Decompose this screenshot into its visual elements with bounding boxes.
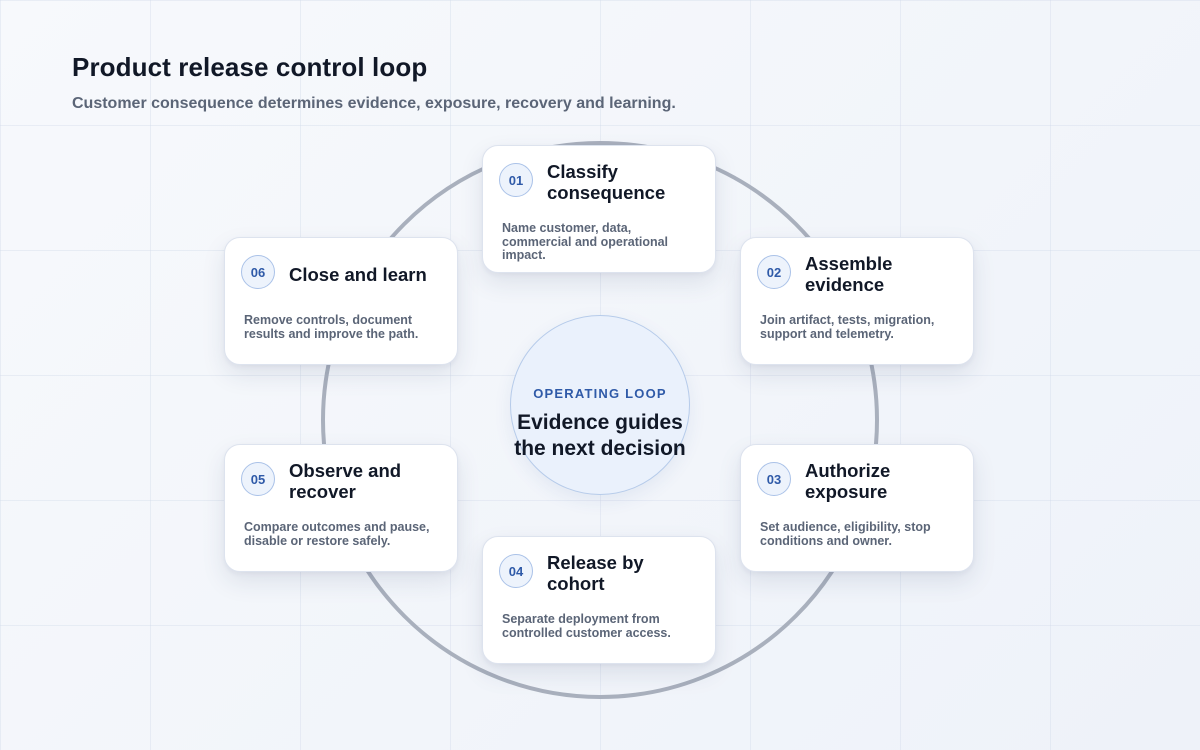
step-description: Name customer, data, commercial and oper…	[502, 221, 669, 262]
loop-ring	[321, 141, 879, 699]
step-card-release-by-cohort[interactable]: 04 Release by cohort Separate deployment…	[482, 536, 716, 664]
operating-loop-hub: OPERATING LOOP Evidence guides the next …	[510, 315, 690, 495]
operating-loop-label: OPERATING LOOP	[533, 386, 667, 401]
step-card-authorize-exposure[interactable]: 03 Authorize exposure Set audience, elig…	[740, 444, 974, 572]
page-title: Product release control loop	[72, 52, 428, 82]
step-title: Close and learn	[289, 263, 427, 285]
step-number-badge: 02	[757, 255, 791, 289]
step-number-badge: 06	[241, 255, 275, 289]
step-title: Authorize exposure	[805, 460, 891, 502]
step-description: Separate deployment from controlled cust…	[502, 612, 671, 640]
step-card-classify-consequence[interactable]: 01 Classify consequence Name customer, d…	[482, 145, 716, 273]
step-number-badge: 04	[499, 554, 533, 588]
step-description: Compare outcomes and pause, disable or r…	[244, 520, 430, 548]
step-number-badge: 05	[241, 462, 275, 496]
step-title: Release by cohort	[547, 552, 644, 594]
step-card-observe-and-recover[interactable]: 05 Observe and recover Compare outcomes …	[224, 444, 458, 572]
step-number-badge: 01	[499, 163, 533, 197]
operating-loop-statement: Evidence guides the next decision	[514, 411, 686, 460]
step-card-close-and-learn[interactable]: 06 Close and learn Remove controls, docu…	[224, 237, 458, 365]
step-description: Join artifact, tests, migration, support…	[760, 313, 935, 341]
step-title: Observe and recover	[289, 460, 402, 502]
step-title: Assemble evidence	[805, 253, 893, 295]
step-title: Classify consequence	[547, 161, 666, 203]
page-subtitle: Customer consequence determines evidence…	[72, 95, 676, 112]
step-number-badge: 03	[757, 462, 791, 496]
step-card-assemble-evidence[interactable]: 02 Assemble evidence Join artifact, test…	[740, 237, 974, 365]
step-description: Remove controls, document results and im…	[244, 313, 419, 341]
step-description: Set audience, eligibility, stop conditio…	[760, 520, 931, 548]
